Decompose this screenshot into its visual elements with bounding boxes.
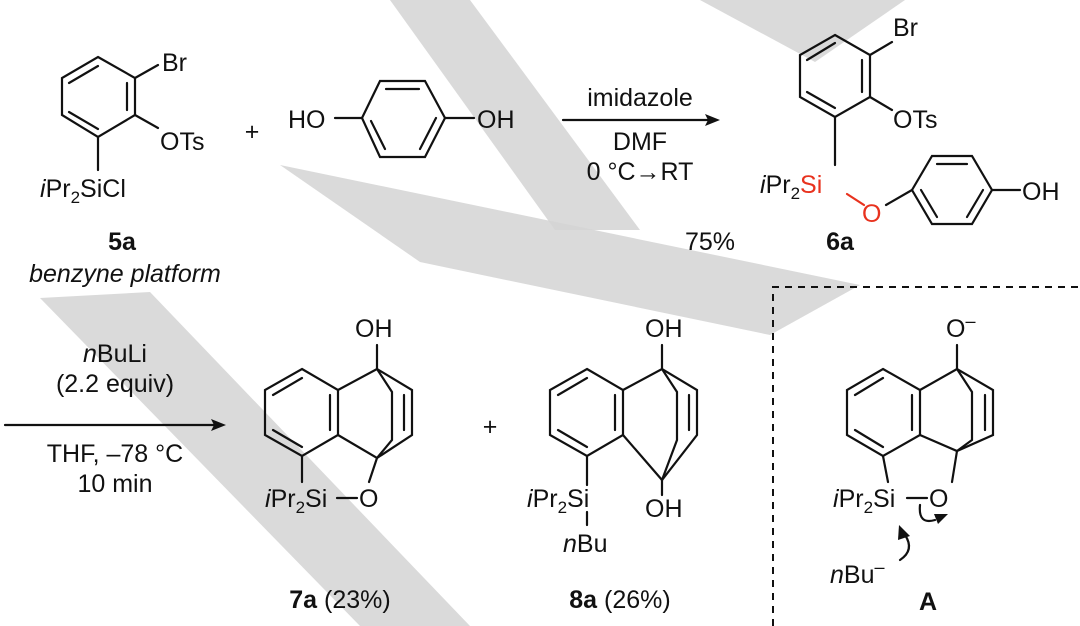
bromo-label: Br [162,49,187,77]
curved-arrow-bond-break [918,503,937,523]
silyl-label: iPr2Si [265,485,327,517]
bromo-label: Br [893,14,918,42]
reaction-arrow-1: imidazole DMF 0 °C→RT 75% [561,84,735,256]
nbutyl-anion-label: nBu– [830,557,885,589]
silyl-label: iPr2SiCl [40,175,126,207]
ether-oxygen: O [862,200,881,228]
compound-8a: OH OH iPr2Si nBu 8a (26%) [527,315,699,614]
bridging-oxygen: O [359,485,378,513]
ots-label: OTs [160,128,204,156]
ho-label: HO [288,106,326,134]
intermediate-a: O– iPr2Si O nBu– A [830,311,995,616]
oh-label: OH [477,106,515,134]
oh-bottom-label: OH [645,495,683,523]
nbutyl-label: nBu [563,530,608,558]
ots-label: OTs [893,106,937,134]
caption-benzyne-platform: benzyne platform [29,260,221,288]
compound-label-7a: 7a (23%) [289,586,390,614]
yield-step1: 75% [685,228,735,256]
silyl-label: iPr2Si [833,485,895,517]
reagent-equiv: (2.2 equiv) [56,370,174,398]
compound-label-8a: 8a (26%) [569,586,670,614]
dashed-box-border [772,286,1080,626]
compound-7a: OH iPr2Si O [263,315,414,517]
intermediate-label-a: A [919,588,937,616]
plus-sign: + [483,413,498,441]
oh-label: OH [355,315,393,343]
reaction-time: 10 min [77,470,152,498]
reagent-imidazole: imidazole [587,84,693,112]
watermark [40,0,905,626]
compound-5a: Br OTs iPr2SiCl 5a benzyne platform [29,49,221,288]
reaction-arrow-2: nBuLi (2.2 equiv) THF, –78 °C 10 min [3,340,226,498]
plus-sign: + [245,118,260,146]
compound-6a: Br OTs iPr2Si O OH 6a [760,14,1060,256]
oh-top-label: OH [645,315,683,343]
alkoxide-label: O– [946,311,975,343]
solvent-temperature: THF, –78 °C [47,440,183,468]
temperature-conditions: 0 °C→RT [587,158,694,186]
reagent-nbuli: nBuLi [83,340,147,368]
bridging-oxygen: O [929,485,948,513]
oh-label: OH [1022,178,1060,206]
silyl-label: iPr2Si [527,485,589,517]
compound-label-6a: 6a [826,228,855,256]
silyl-label: iPr2Si [760,171,822,203]
solvent-dmf: DMF [613,128,667,156]
curved-arrow-nucleophile [898,533,911,562]
hydroquinone: HO OH [288,79,515,159]
compound-label-5a: 5a [108,228,137,256]
